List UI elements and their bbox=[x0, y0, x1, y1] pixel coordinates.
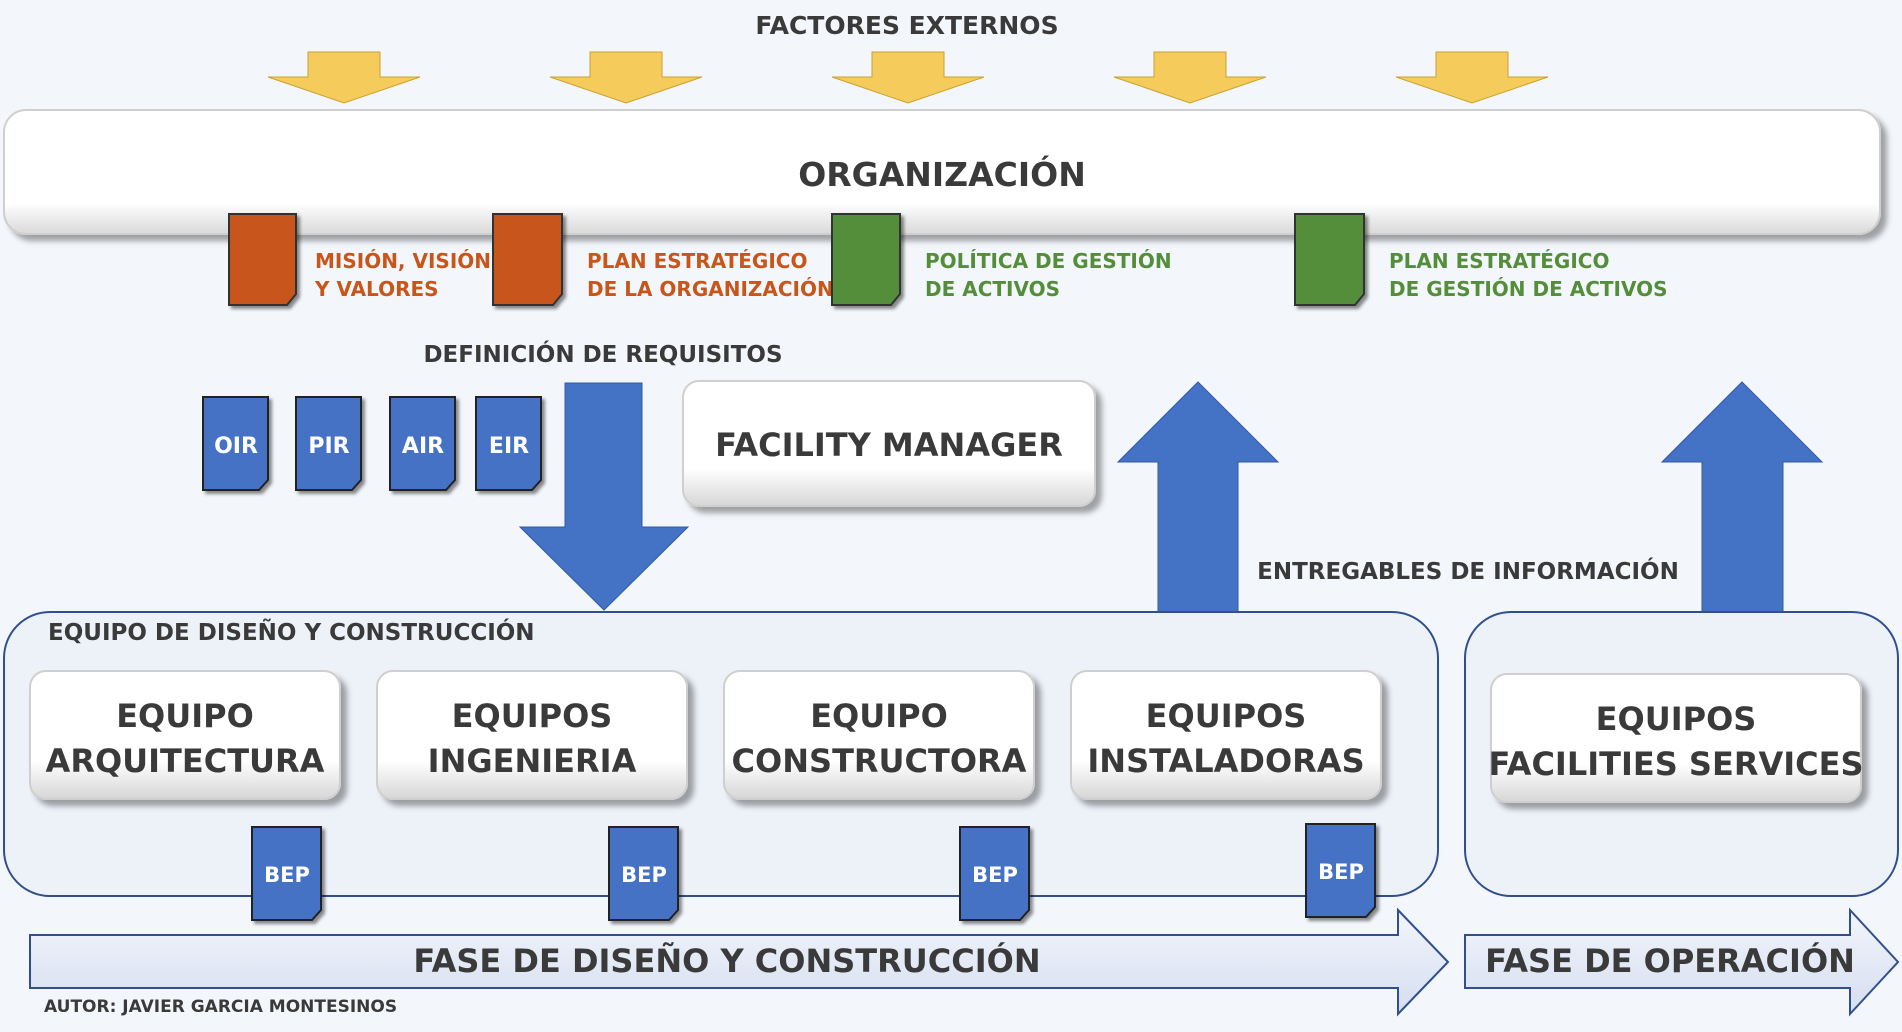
team-label-line1: EQUIPOS bbox=[1146, 697, 1307, 735]
external-factor-arrow-4 bbox=[1113, 51, 1267, 104]
doc-oir-label: OIR bbox=[214, 434, 258, 459]
doc-bep-ingenieria: BEP bbox=[608, 826, 679, 921]
doc-plan-estrategico-activos: PLAN ESTRATÉGICO DE GESTIÓN DE ACTIVOS bbox=[1294, 213, 1668, 306]
team-facilities-services: EQUIPOS FACILITIES SERVICES bbox=[1488, 673, 1864, 803]
team-constructora: EQUIPO CONSTRUCTORA bbox=[723, 670, 1035, 800]
team-label-line1: EQUIPO bbox=[116, 697, 254, 735]
document-icon bbox=[608, 826, 679, 921]
team-label-line2: FACILITIES SERVICES bbox=[1488, 745, 1863, 783]
doc-label-line2: DE ACTIVOS bbox=[925, 277, 1060, 301]
team-box bbox=[29, 670, 341, 800]
doc-label-line1: PLAN ESTRATÉGICO bbox=[1389, 249, 1609, 273]
doc-bep-constructora: BEP bbox=[959, 826, 1030, 921]
document-icon bbox=[1305, 823, 1376, 918]
organization-bar bbox=[3, 109, 1881, 235]
document-icon bbox=[251, 826, 322, 921]
requirements-label: DEFINICIÓN DE REQUISITOS bbox=[423, 340, 782, 368]
document-icon bbox=[959, 826, 1030, 921]
deliverables-up-arrow-1 bbox=[1116, 381, 1280, 613]
external-factor-arrow-2 bbox=[549, 51, 703, 104]
team-box bbox=[376, 670, 688, 800]
team-box bbox=[723, 670, 1035, 800]
requirement-documents: OIR PIR AIR EIR bbox=[202, 396, 542, 491]
document-icon bbox=[475, 396, 542, 491]
team-label-line1: EQUIPOS bbox=[1596, 700, 1757, 738]
facility-manager-label: FACILITY MANAGER bbox=[715, 426, 1063, 464]
team-box bbox=[1070, 670, 1382, 800]
team-label-line1: EQUIPO bbox=[810, 697, 948, 735]
document-icon bbox=[389, 396, 456, 491]
bep-label: BEP bbox=[621, 863, 667, 887]
doc-bep-instaladoras: BEP bbox=[1305, 823, 1376, 918]
requirements-down-arrow bbox=[518, 382, 690, 611]
doc-pir: PIR bbox=[295, 396, 362, 491]
doc-label-line1: POLÍTICA DE GESTIÓN bbox=[925, 249, 1172, 273]
doc-plan-estrategico-org: PLAN ESTRATÉGICO DE LA ORGANIZACIÓN bbox=[492, 213, 834, 306]
organization-title: ORGANIZACIÓN bbox=[798, 154, 1086, 194]
deliverables-up-arrow-2 bbox=[1660, 381, 1824, 613]
external-factors-label: FACTORES EXTERNOS bbox=[755, 11, 1058, 40]
facility-manager-box bbox=[682, 380, 1096, 507]
bep-label: BEP bbox=[1318, 860, 1364, 884]
team-instaladoras: EQUIPOS INSTALADORAS bbox=[1070, 670, 1382, 800]
team-label-line1: EQUIPOS bbox=[452, 697, 613, 735]
document-icon bbox=[1294, 213, 1365, 306]
doc-eir: EIR bbox=[475, 396, 542, 491]
bep-documents: BEP BEP BEP BEP bbox=[251, 823, 1376, 921]
deliverables-label: ENTREGABLES DE INFORMACIÓN bbox=[1257, 557, 1679, 585]
doc-label-line2: DE LA ORGANIZACIÓN bbox=[587, 277, 834, 301]
doc-air: AIR bbox=[389, 396, 456, 491]
doc-bep-arquitectura: BEP bbox=[251, 826, 322, 921]
author-credit: AUTOR: JAVIER GARCIA MONTESINOS bbox=[44, 997, 397, 1017]
doc-politica-gestion-activos: POLÍTICA DE GESTIÓN DE ACTIVOS bbox=[831, 213, 1172, 306]
document-icon bbox=[492, 213, 563, 306]
team-arquitectura: EQUIPO ARQUITECTURA bbox=[29, 670, 341, 800]
document-icon bbox=[831, 213, 901, 306]
design-teams: EQUIPO ARQUITECTURA EQUIPOS INGENIERIA E… bbox=[29, 670, 1382, 800]
team-label-line2: INGENIERIA bbox=[428, 742, 637, 780]
external-factor-arrows bbox=[267, 51, 1549, 104]
team-label-line2: CONSTRUCTORA bbox=[732, 742, 1027, 780]
doc-air-label: AIR bbox=[402, 434, 444, 459]
phase-design-label: FASE DE DISEÑO Y CONSTRUCCIÓN bbox=[413, 941, 1040, 980]
doc-label-line2: DE GESTIÓN DE ACTIVOS bbox=[1389, 277, 1668, 301]
external-factor-arrow-1 bbox=[267, 51, 421, 104]
bep-label: BEP bbox=[264, 863, 310, 887]
external-factor-arrow-5 bbox=[1395, 51, 1549, 104]
document-icon bbox=[228, 213, 297, 306]
design-team-title: EQUIPO DE DISEÑO Y CONSTRUCCIÓN bbox=[48, 618, 535, 646]
doc-label-line1: PLAN ESTRATÉGICO bbox=[587, 249, 807, 273]
external-factor-arrow-3 bbox=[831, 51, 985, 104]
doc-label-line1: MISIÓN, VISIÓN bbox=[315, 249, 491, 273]
doc-mision-vision: MISIÓN, VISIÓN Y VALORES bbox=[228, 213, 491, 306]
doc-pir-label: PIR bbox=[308, 434, 349, 459]
doc-eir-label: EIR bbox=[489, 434, 529, 459]
doc-oir: OIR bbox=[202, 396, 269, 491]
phase-arrow-design bbox=[29, 907, 1450, 1017]
phase-operation-label: FASE DE OPERACIÓN bbox=[1485, 941, 1855, 980]
team-ingenieria: EQUIPOS INGENIERIA bbox=[376, 670, 688, 800]
doc-label-line2: Y VALORES bbox=[314, 277, 439, 301]
team-label-line2: INSTALADORAS bbox=[1087, 742, 1364, 780]
bep-label: BEP bbox=[972, 863, 1018, 887]
phase-arrow-operation bbox=[1464, 907, 1900, 1017]
document-icon bbox=[202, 396, 269, 491]
organization-documents: MISIÓN, VISIÓN Y VALORES PLAN ESTRATÉGIC… bbox=[228, 213, 1668, 306]
team-label-line2: ARQUITECTURA bbox=[46, 742, 325, 780]
document-icon bbox=[295, 396, 362, 491]
team-box bbox=[1490, 673, 1862, 803]
